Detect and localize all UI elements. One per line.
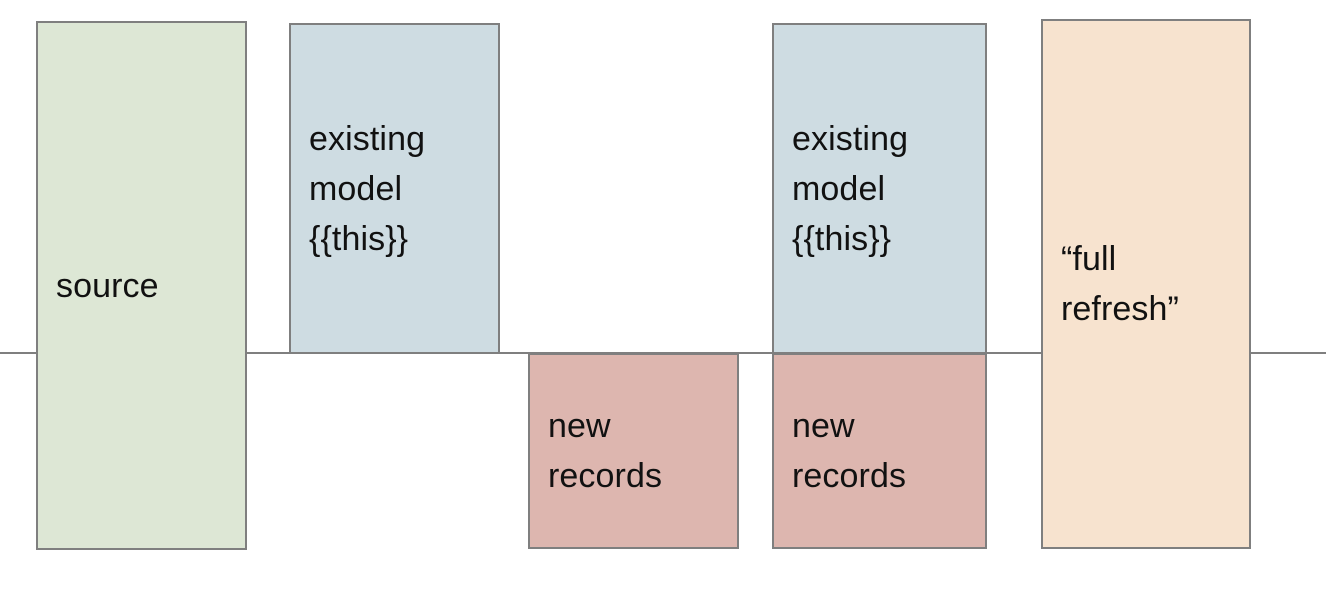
box-existing-model-right[interactable]: existing model {{this}} xyxy=(772,23,987,354)
box-new-records-left-label: new records xyxy=(548,407,663,495)
box-new-records-right[interactable]: new records xyxy=(772,353,987,549)
box-existing-model-right-label: existing model {{this}} xyxy=(792,119,909,258)
box-full-refresh[interactable]: “full refresh” xyxy=(1041,19,1251,549)
box-existing-model-left[interactable]: existing model {{this}} xyxy=(289,23,500,354)
box-source-label: source xyxy=(56,266,159,305)
box-existing-model-left-label: existing model {{this}} xyxy=(309,119,426,258)
box-full-refresh-label: “full refresh” xyxy=(1061,240,1179,328)
box-new-records-right-label: new records xyxy=(792,407,907,495)
box-source[interactable]: source xyxy=(36,21,247,550)
box-new-records-left[interactable]: new records xyxy=(528,353,739,549)
